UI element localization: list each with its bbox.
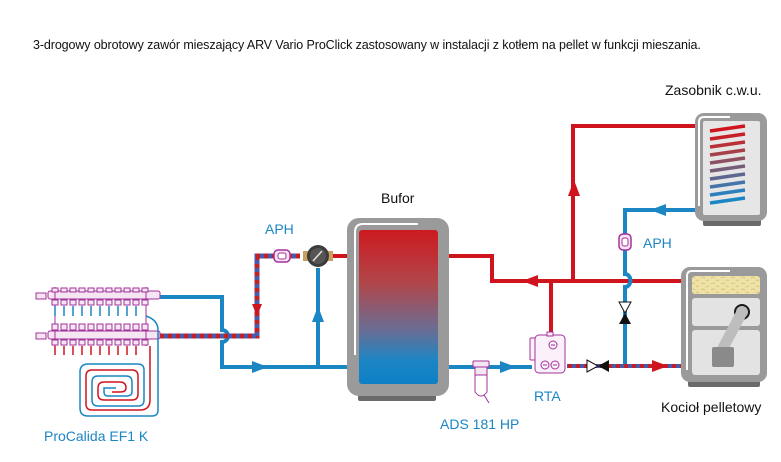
floor-heating-loop: [79, 315, 159, 417]
underfloor-manifold: [35, 287, 161, 355]
flow-arrow: [568, 180, 580, 196]
flow-arrow: [652, 360, 668, 372]
rta-label: RTA: [534, 388, 561, 404]
flow-arrow: [252, 304, 262, 316]
pellet-boiler: [681, 267, 767, 387]
dhw-tank: [695, 113, 767, 226]
aph-left-icon: [273, 249, 291, 263]
check-valve-horizontal-icon: [586, 359, 609, 373]
check-valve-vertical-icon: [618, 301, 632, 324]
aph-right-label: APH: [643, 235, 672, 251]
flow-arrow: [312, 306, 324, 322]
aph-left-label: APH: [265, 221, 294, 237]
pipe-hot-buffer-out: [447, 254, 700, 283]
rta-unit-icon: [529, 331, 566, 374]
filter-label: ADS 181 HP: [440, 416, 520, 432]
dhw-tank-label: Zasobnik c.w.u.: [665, 82, 762, 98]
filter-ads-icon: [472, 360, 490, 404]
flow-arrow: [500, 361, 516, 373]
aph-right-icon: [618, 233, 632, 251]
arv-mixing-valve-icon: [303, 245, 333, 267]
pipe-hot-dhw: [571, 124, 705, 281]
flow-arrow: [650, 204, 666, 216]
buffer-tank: [347, 218, 449, 401]
boiler-label: Kocioł pelletowy: [661, 399, 762, 415]
diagram-caption: 3-drogowy obrotowy zawór mieszający ARV …: [33, 38, 701, 52]
flow-arrow: [522, 275, 538, 287]
flow-arrow: [252, 361, 268, 373]
underfloor-label: ProCalida EF1 K: [44, 428, 149, 444]
pipe-cold-dhw-return: [623, 208, 705, 367]
buffer-label: Bufor: [381, 190, 415, 206]
